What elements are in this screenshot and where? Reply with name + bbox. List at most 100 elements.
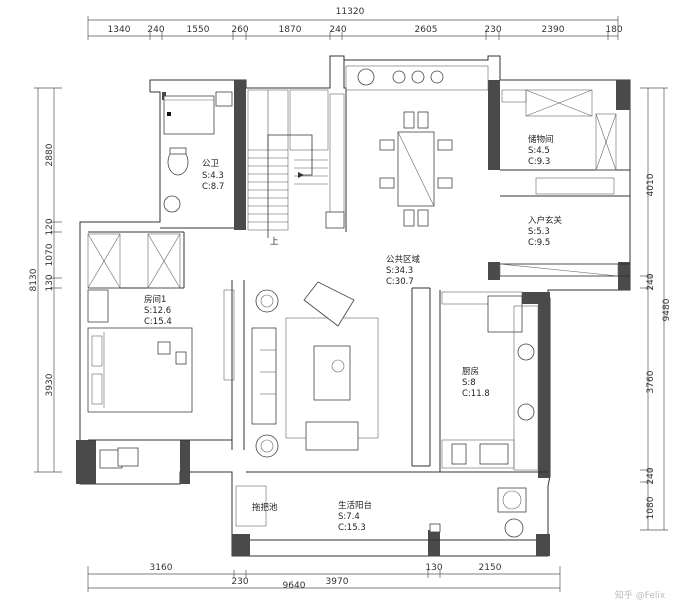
right-dimension-chain: 4010 240 3760 240 1080 9480 [640, 87, 672, 531]
bottom-dim-4: 130 [425, 563, 442, 573]
kitchen-cabinet [451, 443, 467, 465]
top-dim-8: 230 [484, 25, 501, 35]
storage-area: S:4.5 [528, 146, 550, 156]
kitchen-fixtures [441, 291, 539, 471]
wall-segment [232, 534, 250, 556]
top-total-dim: 11320 [336, 7, 365, 17]
dining-chair [403, 209, 415, 227]
bottom-total-dim: 9640 [283, 581, 306, 591]
staircase: 上 [247, 89, 345, 247]
dining-chair [379, 177, 395, 189]
wall-segment [428, 530, 440, 556]
bottom-dim-1: 3160 [150, 563, 173, 573]
dining-chair [417, 111, 429, 129]
public-area: S:34.3 [386, 266, 413, 276]
entrance-perimeter: C:9.5 [528, 238, 550, 248]
wall-segment [488, 80, 500, 170]
bottom-dimension-chain: 3160 230 3970 130 2150 9640 [87, 563, 561, 592]
dining-chair [403, 111, 415, 129]
top-dim-9: 2390 [542, 25, 565, 35]
washing-machine [497, 487, 527, 513]
wall-segment [76, 440, 96, 484]
wall-segment [180, 440, 190, 484]
kitchen-name: 厨房 [462, 366, 479, 377]
bottom-dim-3: 3970 [326, 577, 349, 587]
shower-drain [167, 112, 171, 116]
kitchen-area: S:8 [462, 378, 476, 388]
wall-segment [234, 80, 246, 230]
bathroom-perimeter: C:8.7 [202, 182, 224, 192]
balcony-perimeter: C:15.3 [338, 523, 366, 533]
dining-chair [379, 139, 395, 151]
balcony-drain [429, 523, 441, 533]
armchair [303, 281, 355, 327]
bathroom-basin [163, 195, 181, 213]
mop-sink-label: 拖把池 [252, 502, 278, 513]
nightstand [87, 289, 109, 323]
bedroom-fixtures [87, 233, 193, 469]
public-name: 公共区域 [386, 254, 421, 265]
entrance-area: S:5.3 [528, 227, 550, 237]
coffee-table [313, 345, 351, 401]
balcony-area: S:7.4 [338, 512, 360, 522]
right-total-dim: 9480 [662, 298, 672, 321]
shower-tray [163, 95, 215, 135]
room-labels: 公卫 S:4.3 C:8.7 储物间 S:4.5 C:9.3 入户玄关 S:5.… [144, 134, 563, 533]
dining-chair [437, 139, 453, 151]
storage-perimeter: C:9.3 [528, 157, 550, 167]
dining-chair [437, 177, 453, 189]
left-dim-5: 3930 [45, 373, 55, 396]
dryer [504, 518, 524, 538]
right-dim-3: 3760 [646, 370, 656, 393]
stair-newel [325, 211, 345, 229]
left-dimension-chain: 8130 2880 120 1070 130 3930 [29, 87, 62, 473]
dining-area [345, 65, 489, 227]
wall-segment [488, 262, 500, 280]
top-dim-3: 1550 [187, 25, 210, 35]
left-dim-4: 130 [45, 274, 55, 291]
bedside-item [157, 341, 171, 355]
top-dim-5: 1870 [279, 25, 302, 35]
side-table [255, 434, 279, 458]
side-table [255, 289, 279, 313]
bathroom-cabinet [215, 91, 233, 107]
top-dimension-chain: 11320 1340 240 1550 260 1870 240 2605 23… [87, 7, 623, 40]
entrance-name: 入户玄关 [528, 215, 563, 226]
cooktop-burner [430, 70, 444, 84]
kitchen-perimeter: C:11.8 [462, 389, 490, 399]
cooktop-burner [392, 70, 406, 84]
wall-segment [536, 534, 550, 556]
bedroom-area: S:12.6 [144, 306, 171, 316]
bathroom-area: S:4.3 [202, 171, 224, 181]
dining-counter [345, 65, 489, 91]
kitchen-burner [517, 403, 535, 421]
bedroom-name: 房间1 [144, 294, 166, 305]
left-dim-3: 1070 [45, 243, 55, 266]
top-dim-2: 240 [147, 25, 164, 35]
bedroom-perimeter: C:15.4 [144, 317, 172, 327]
left-total-dim: 8130 [29, 268, 39, 291]
counter-sink [357, 68, 375, 86]
public-perimeter: C:30.7 [386, 277, 414, 287]
top-dim-10: 180 [605, 25, 622, 35]
balcony-name: 生活阳台 [338, 500, 372, 511]
bottom-dim-5: 2150 [479, 563, 502, 573]
cooktop-burner [411, 70, 425, 84]
bedside-item [175, 351, 187, 365]
wall-segment [616, 80, 630, 110]
stair-up-label: 上 [270, 237, 279, 247]
bed [87, 327, 193, 413]
sofa [251, 327, 277, 425]
top-dim-4: 260 [231, 25, 248, 35]
top-dim-6: 240 [329, 25, 346, 35]
storage-name: 储物间 [528, 134, 554, 145]
living-area [223, 281, 379, 458]
ottoman [305, 421, 359, 451]
bathroom-name: 公卫 [202, 159, 220, 169]
wall-segment [538, 298, 550, 478]
bottom-dim-2: 230 [231, 577, 248, 587]
kitchen-sink [517, 343, 535, 361]
right-dim-1: 4010 [646, 173, 656, 196]
